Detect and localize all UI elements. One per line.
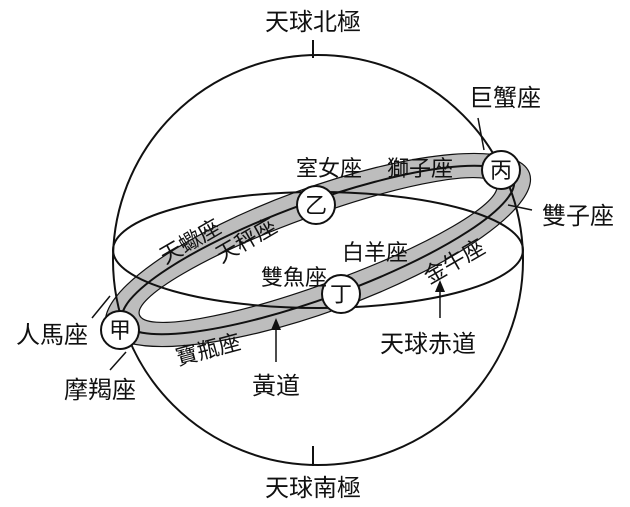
label-celestial-equator: 天球赤道 — [380, 330, 476, 358]
marker-bing: 丙 — [481, 150, 521, 190]
north-pole-label: 天球北極 — [265, 8, 361, 36]
gemini-pointer — [507, 204, 533, 211]
sagittarius-pointer — [91, 295, 111, 319]
label-capricorn: 摩羯座 — [64, 376, 136, 404]
marker-bing-label: 丙 — [490, 159, 512, 184]
celestial-sphere — [112, 54, 524, 466]
marker-jia: 甲 — [100, 310, 140, 350]
label-gemini: 雙子座 — [542, 202, 614, 230]
marker-yi: 乙 — [296, 185, 336, 225]
label-leo: 獅子座 — [387, 157, 453, 182]
label-aries: 白羊座 — [342, 241, 408, 266]
marker-ding-label: 丁 — [330, 283, 352, 308]
label-pisces: 雙魚座 — [261, 266, 327, 291]
marker-yi-label: 乙 — [305, 194, 327, 219]
marker-jia-label: 甲 — [109, 319, 131, 344]
marker-ding: 丁 — [321, 274, 361, 314]
label-cancer: 巨蟹座 — [469, 84, 541, 112]
equator-arrowhead — [435, 280, 445, 292]
ecliptic-arrowhead — [271, 318, 281, 330]
label-pegasus: 室女座 — [296, 157, 362, 182]
south-pole-label: 天球南極 — [265, 474, 361, 502]
label-sagittarius: 人馬座 — [16, 321, 88, 349]
capricorn-pointer — [109, 351, 127, 371]
label-ecliptic: 黃道 — [252, 372, 300, 400]
cancer-pointer — [477, 117, 485, 151]
